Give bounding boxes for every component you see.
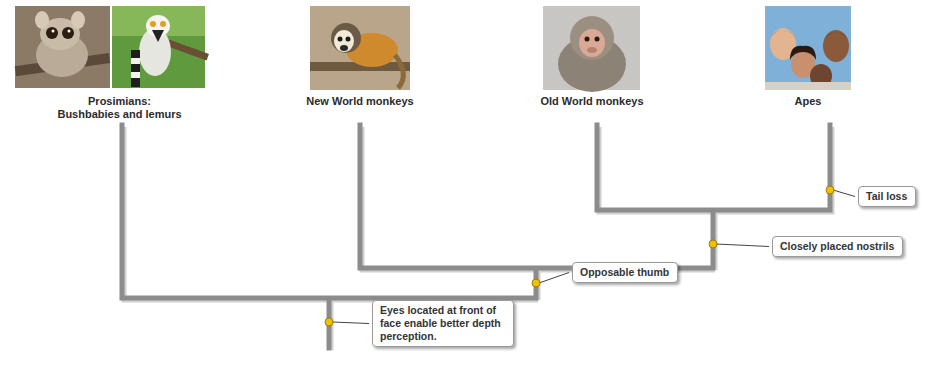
trait-text: Closely placed nostrils: [780, 240, 895, 253]
taxon-label: Old World monkeys: [492, 95, 692, 108]
muzzle: [587, 47, 597, 53]
new-world-monkey-photo: [310, 6, 410, 90]
eye: [46, 27, 58, 39]
trait-callout-box: Opposable thumb: [572, 262, 678, 283]
trait-marker-dot: [826, 186, 834, 194]
eye: [150, 21, 156, 27]
leader-line: [332, 322, 369, 324]
eye: [346, 37, 351, 42]
taxon-label: New World monkeys: [260, 95, 460, 108]
face: [579, 29, 605, 57]
taxon-label: Apes: [748, 95, 868, 108]
lemur-photo: [112, 6, 209, 88]
tail-ring: [131, 58, 140, 64]
leader-line: [539, 273, 569, 284]
leader-line: [716, 244, 769, 247]
ringed-tail: [131, 50, 140, 87]
trait-marker-dot: [532, 279, 540, 287]
face-mask: [334, 30, 354, 52]
cladogram-branches: [122, 125, 830, 348]
taxon-label: Prosimians: Bushbabies and lemurs: [56, 95, 183, 121]
face: [823, 30, 849, 62]
tail: [395, 55, 403, 88]
old-world-monkey-photo: [543, 6, 640, 92]
tail-ring: [131, 78, 140, 87]
head: [570, 16, 614, 60]
eye: [160, 21, 166, 27]
muzzle: [340, 45, 348, 51]
head: [331, 23, 361, 53]
eye: [338, 37, 343, 42]
eye: [595, 37, 600, 42]
bushbaby-photo: [15, 6, 110, 88]
branch-shadow: [124, 127, 832, 350]
eye-glint: [68, 30, 71, 33]
trait-text: Opposable thumb: [580, 266, 670, 279]
hair: [823, 32, 849, 40]
muzzle: [152, 30, 164, 42]
hair: [790, 46, 816, 60]
body: [139, 28, 171, 76]
trait-callout-box: Closely placed nostrils: [772, 236, 903, 257]
ear: [35, 11, 49, 29]
tail-ring: [131, 64, 140, 72]
eye: [585, 37, 590, 42]
hair: [770, 30, 796, 38]
eye-glint: [52, 30, 55, 33]
trait-marker-dot: [325, 318, 333, 326]
trait-callout-box: Tail loss: [858, 186, 916, 207]
trait-callout-box: Eyes located at front of face enable bet…: [372, 300, 514, 347]
photo-ground: [765, 6, 851, 90]
trait-text: Eyes located at front of face enable bet…: [380, 304, 506, 343]
tail-ring: [131, 50, 140, 58]
trait-marker-dot: [709, 240, 717, 248]
leader-line: [833, 190, 855, 197]
clothing: [765, 82, 851, 90]
tail-ring: [131, 72, 140, 78]
photo-ground: [112, 6, 205, 88]
photo-ground: [15, 6, 110, 88]
eye: [62, 27, 74, 39]
apes-photo: [765, 6, 851, 90]
ear: [71, 11, 85, 29]
photo-ground: [310, 6, 410, 90]
trait-text: Tail loss: [866, 190, 908, 203]
